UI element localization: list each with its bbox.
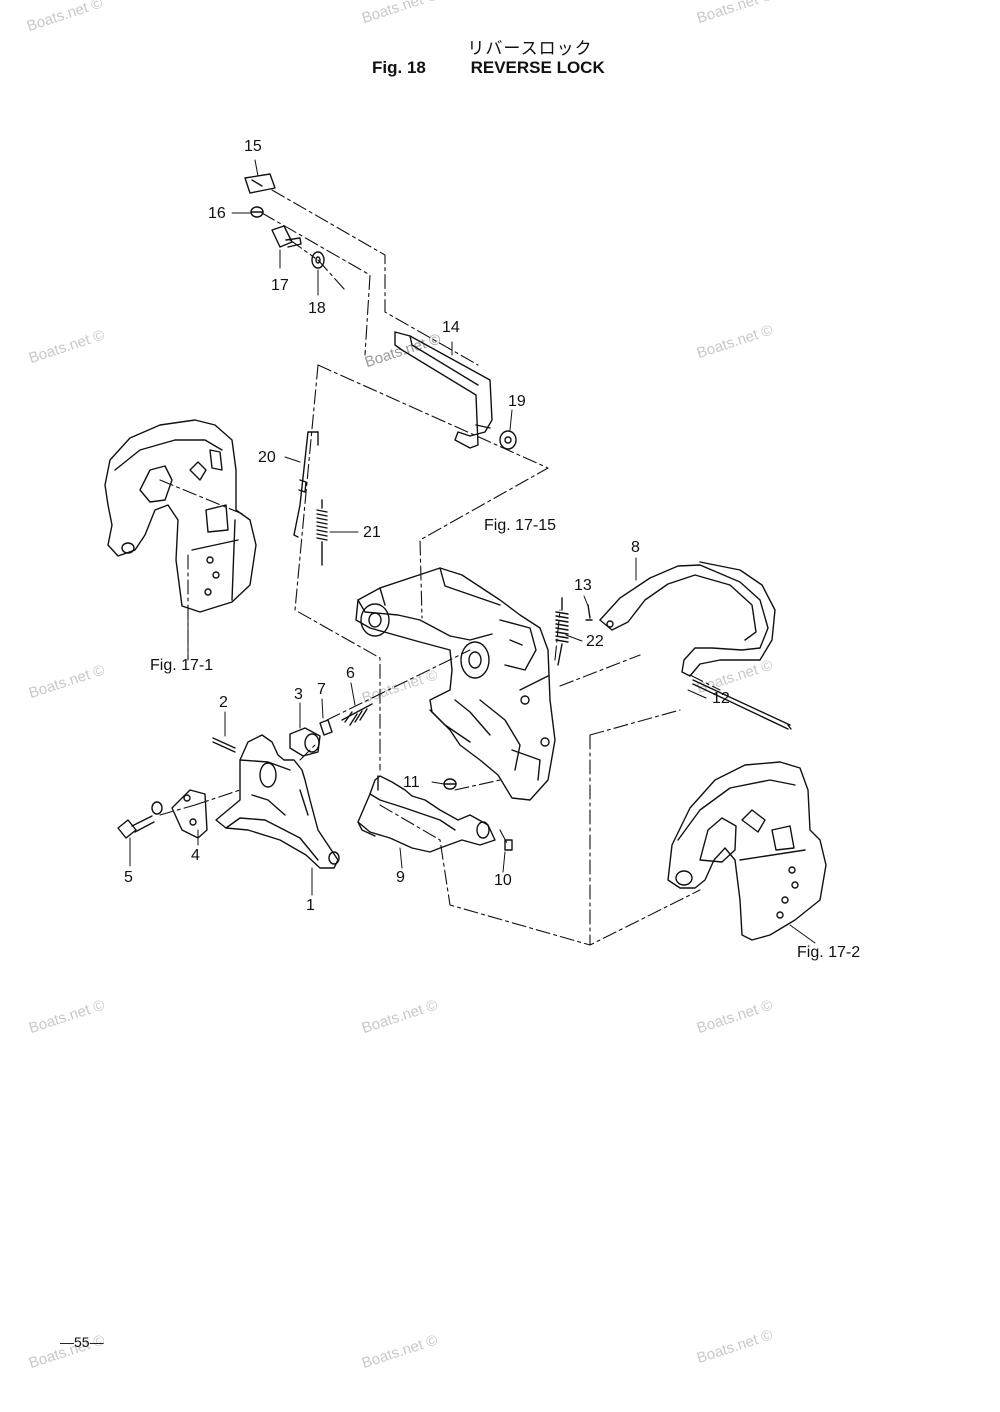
center-swivel-bracket bbox=[355, 567, 556, 801]
callout-1: 1 bbox=[306, 897, 315, 914]
figure-title-row: Fig. 18 REVERSE LOCK bbox=[372, 58, 605, 78]
part-17-pivot-bolt bbox=[271, 225, 302, 248]
part-8-lock-hook bbox=[599, 561, 776, 677]
figure-label: Fig. 18 bbox=[372, 58, 426, 77]
part-18-washer bbox=[311, 251, 325, 269]
callout-4: 4 bbox=[191, 847, 200, 864]
leader-lines bbox=[129, 159, 816, 944]
callout-2: 2 bbox=[219, 694, 228, 711]
part-6-spring bbox=[341, 703, 373, 726]
part-4-plate bbox=[171, 789, 208, 839]
callout-14: 14 bbox=[442, 319, 460, 336]
callout-21: 21 bbox=[363, 524, 381, 541]
title-japanese: リバースロック bbox=[467, 39, 593, 59]
part-19-washer bbox=[499, 430, 517, 450]
callout-16: 16 bbox=[208, 205, 226, 222]
callout-11: 11 bbox=[403, 774, 420, 791]
part-10-screw bbox=[504, 839, 513, 851]
callout-15: 15 bbox=[244, 138, 262, 155]
figure-ref-17-15: Fig. 17-15 bbox=[484, 517, 557, 534]
part-16-nut bbox=[250, 206, 264, 218]
callout-20: 20 bbox=[258, 449, 276, 466]
callout-10: 10 bbox=[494, 872, 512, 889]
right-stern-bracket bbox=[667, 761, 827, 941]
part-13-pin bbox=[585, 604, 593, 621]
callout-12: 12 bbox=[712, 690, 730, 707]
callout-7: 7 bbox=[317, 681, 326, 698]
part-7-clip bbox=[319, 719, 333, 736]
part-15-clip bbox=[244, 173, 276, 194]
left-stern-bracket bbox=[104, 419, 257, 613]
callout-9: 9 bbox=[396, 869, 405, 886]
callout-8: 8 bbox=[631, 539, 640, 556]
callout-13: 13 bbox=[574, 577, 592, 594]
figure-ref-17-2: Fig. 17-2 bbox=[797, 944, 861, 961]
part-11-nut bbox=[443, 778, 457, 790]
part-2-pin bbox=[212, 737, 236, 753]
part-9-bracket bbox=[357, 775, 496, 853]
callout-18: 18 bbox=[308, 300, 326, 317]
part-12-shaft bbox=[692, 679, 792, 730]
part-1-lock-arm bbox=[215, 734, 340, 869]
part-3-collar bbox=[289, 727, 321, 757]
callout-5: 5 bbox=[124, 869, 133, 886]
part-14-lever bbox=[394, 331, 493, 449]
callout-3: 3 bbox=[294, 686, 303, 703]
callout-19: 19 bbox=[508, 393, 526, 410]
page-number: —55— bbox=[60, 1334, 104, 1350]
figure-title: REVERSE LOCK bbox=[470, 58, 605, 77]
part-5-bolt bbox=[117, 815, 155, 839]
washer bbox=[151, 801, 163, 815]
callout-17: 17 bbox=[271, 277, 289, 294]
figure-ref-17-1: Fig. 17-1 bbox=[150, 657, 214, 674]
callout-22: 22 bbox=[586, 633, 604, 650]
callout-6: 6 bbox=[346, 665, 355, 682]
part-22-spring bbox=[555, 597, 569, 666]
part-21-spring bbox=[316, 499, 328, 566]
assembly-lines bbox=[159, 189, 721, 946]
part-20-link-rod bbox=[293, 431, 319, 538]
